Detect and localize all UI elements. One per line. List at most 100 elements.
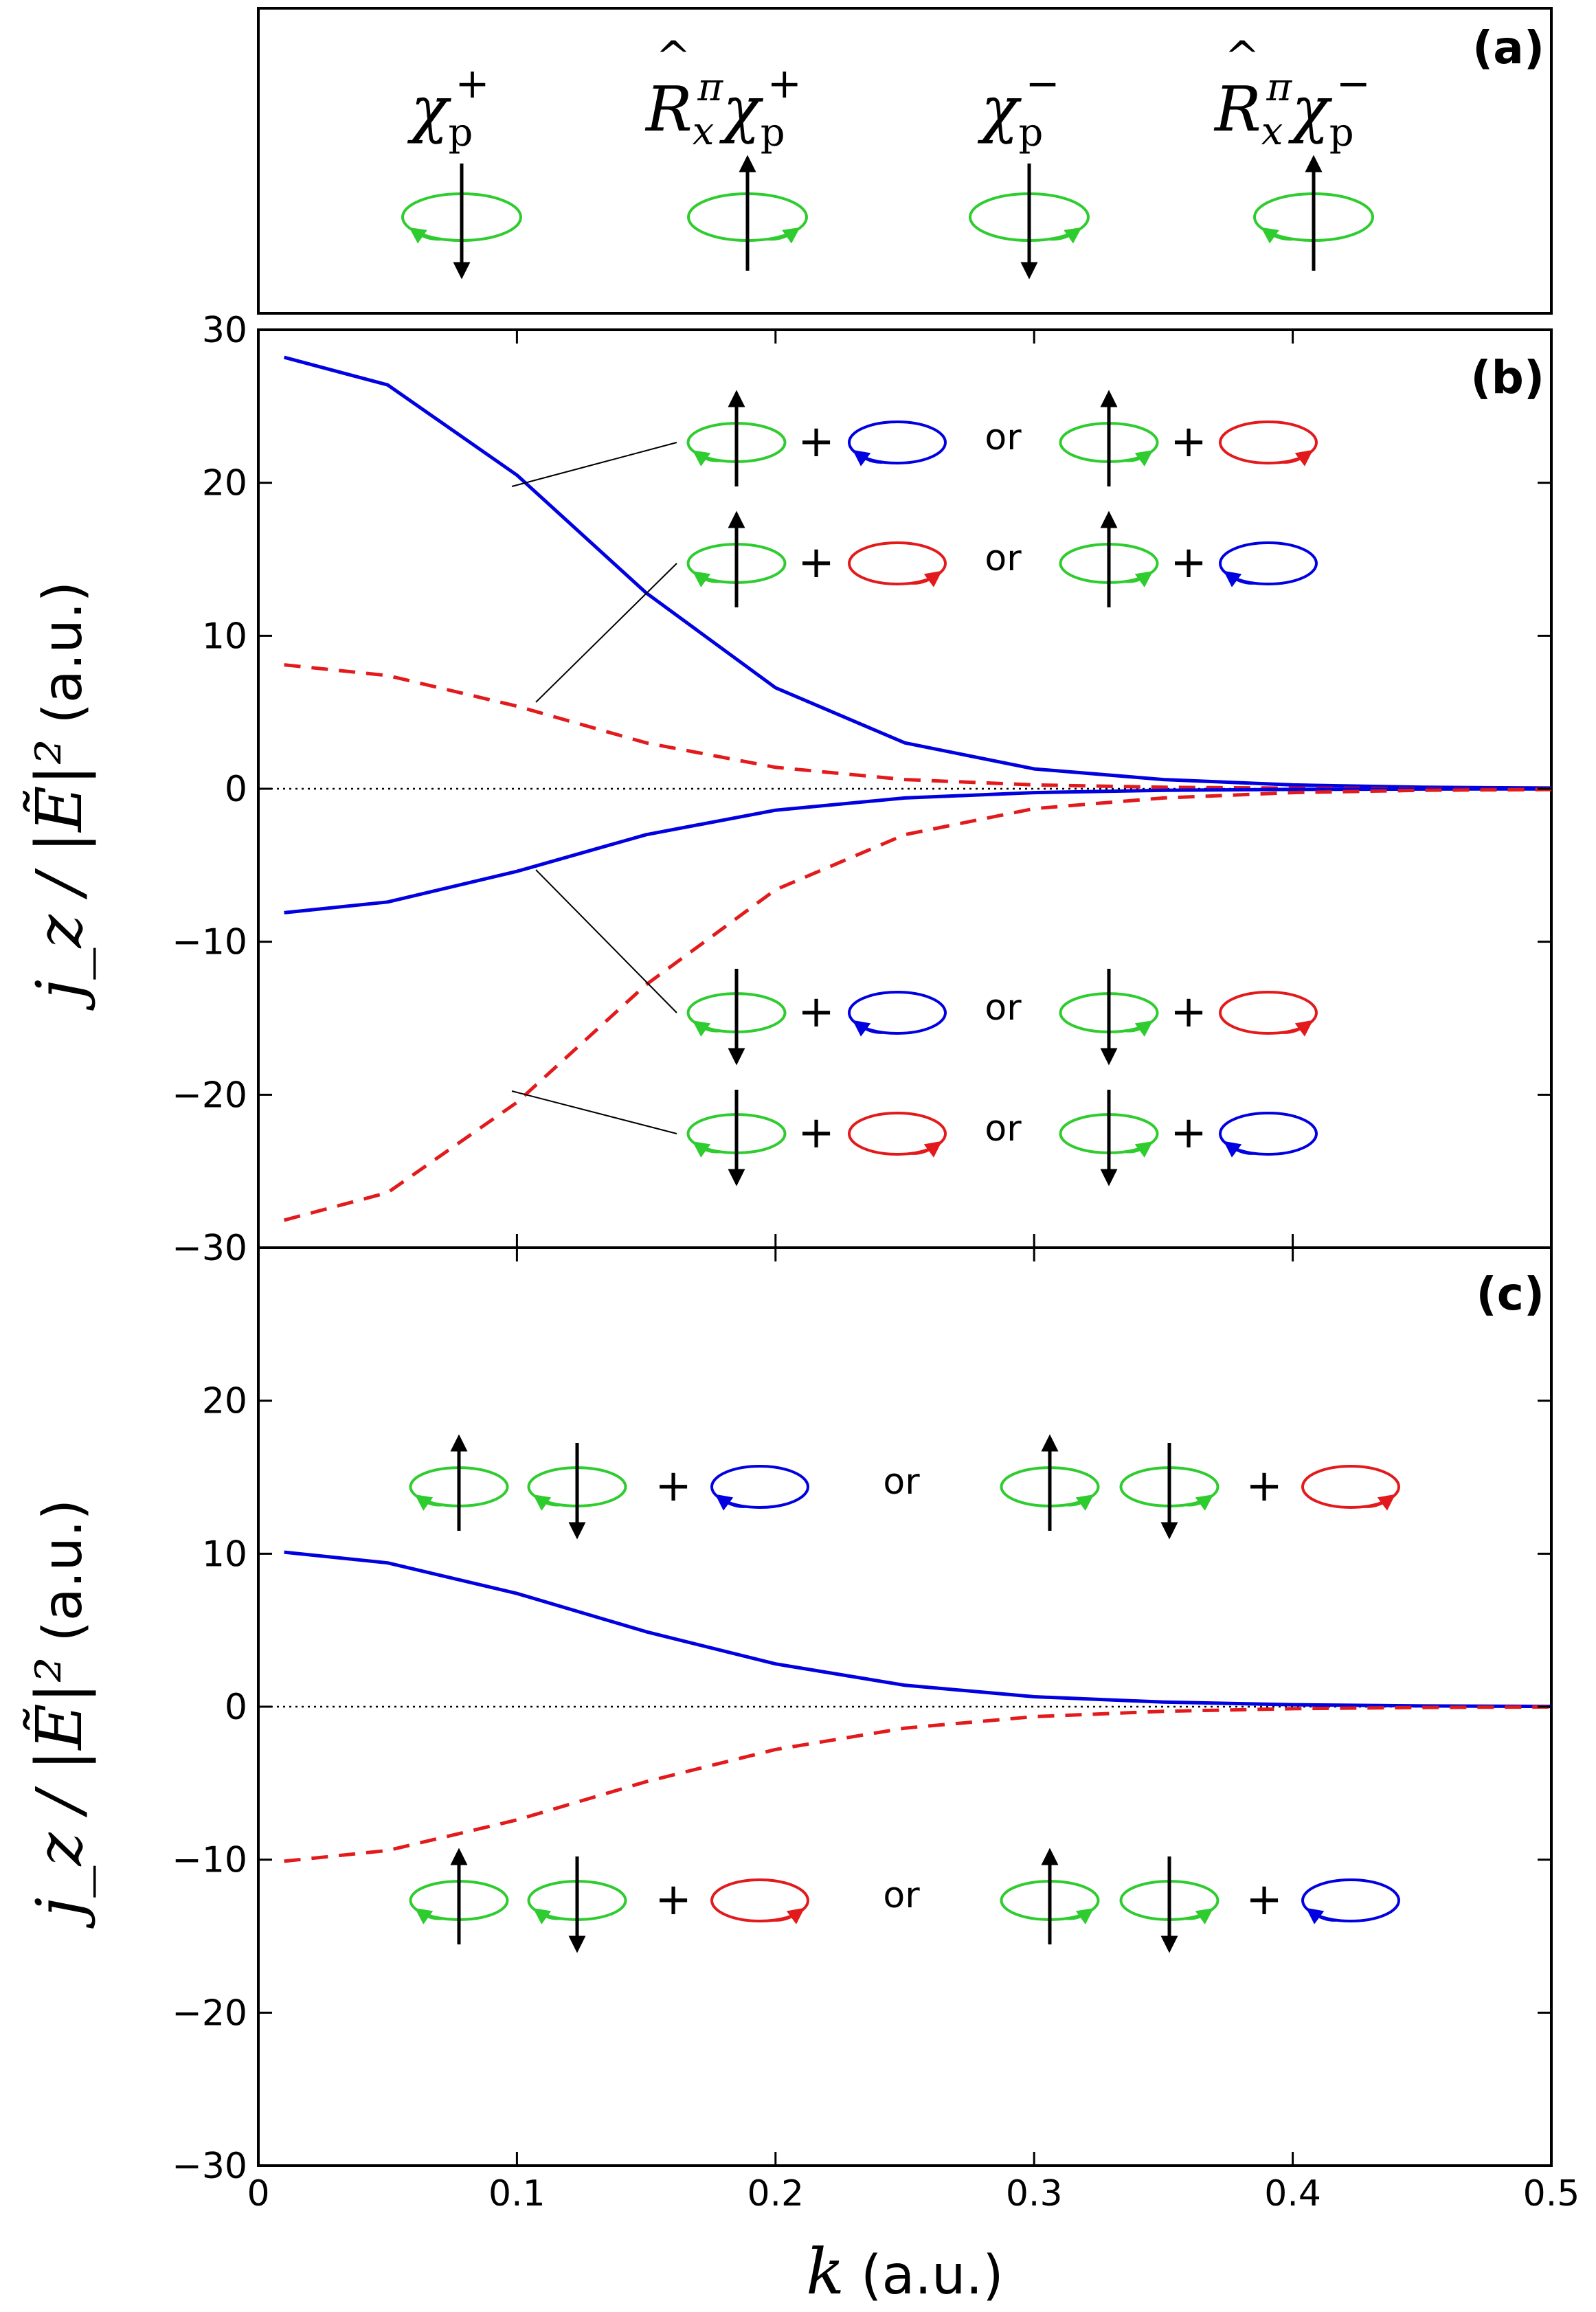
blue-ring-ellipse — [1219, 1112, 1318, 1156]
or-text: or — [985, 417, 1022, 458]
rotation-arrow — [692, 1020, 720, 1037]
y-axis-title-b-unit: (a.u.) — [32, 581, 94, 724]
y-tick-label: 30 — [202, 310, 247, 351]
panel-a-spin-icons — [401, 155, 1374, 280]
rotation-arrow — [1125, 1020, 1154, 1037]
red-ring-ellipse — [848, 1112, 947, 1156]
x-tick-label: 0.2 — [747, 2173, 804, 2214]
annotation-spin-icon — [686, 510, 787, 607]
rotation-arrow — [767, 227, 800, 244]
state-icon-2 — [687, 155, 808, 271]
rotation-arrow — [1186, 1908, 1214, 1924]
annotation-ring — [1219, 991, 1318, 1037]
or-text: or — [883, 1875, 920, 1916]
plus-sign: + — [798, 987, 835, 1037]
red-ring-ellipse — [848, 541, 947, 585]
or-text: or — [985, 1108, 1022, 1149]
rotation-arrow — [409, 227, 442, 244]
plus-sign: + — [798, 1108, 835, 1158]
series-line-c-1 — [284, 1550, 1552, 1709]
annotation-leader-line — [535, 563, 677, 703]
y-tick-label: −10 — [172, 1840, 247, 1881]
x-tick-label: 0 — [247, 2173, 269, 2214]
panel-c-label: (c) — [1476, 1268, 1544, 1321]
annotation-ring — [848, 541, 947, 587]
rotation-arrow — [692, 1141, 720, 1158]
y-axis-title-b-math: j_z / |Ẽ|² — [23, 739, 96, 1011]
panel-a-label: (a) — [1472, 21, 1544, 74]
annotation-spin-icon — [1059, 390, 1159, 486]
plus-sign: + — [655, 1874, 692, 1925]
rotation-arrow — [1066, 1908, 1094, 1924]
panel-c-annotation-2: +or+ — [409, 1848, 1400, 1953]
red-ring-ellipse — [1219, 991, 1318, 1035]
state-label-rx-chi-plus: Rxπχp+ — [644, 60, 802, 155]
series-line-b-2 — [284, 663, 1552, 791]
y-tick-label: 20 — [202, 463, 247, 504]
blue-ring-ellipse — [1219, 541, 1318, 585]
x-tick-label: 0.3 — [1006, 2173, 1063, 2214]
x-axis-title: k(a.u.) — [806, 2235, 1003, 2309]
plus-sign: + — [798, 537, 835, 588]
panel-c: (c) +or++or+ — [257, 1246, 1553, 2167]
y-tick-label: −30 — [172, 2146, 247, 2187]
rotation-arrow — [1125, 571, 1154, 587]
annotation-spin-icon — [527, 1856, 627, 1953]
or-text: or — [985, 538, 1022, 579]
red-ring-arrow — [1364, 1494, 1396, 1511]
rotation-arrow — [532, 1908, 561, 1924]
blue-ring-arrow — [1305, 1907, 1337, 1924]
x-axis-title-var: k — [806, 2235, 844, 2309]
annotation-spin-icon — [1000, 1848, 1100, 1944]
annotation-ring — [1301, 1878, 1400, 1924]
panel-b-annotation-2: + or + — [535, 510, 1318, 703]
y-axis-title-b: j_z / |Ẽ|² (a.u.) — [23, 581, 96, 1011]
plus-sign: + — [798, 416, 835, 467]
panel-a-frame — [257, 7, 1553, 315]
panel-b-annotation-3: +or+ — [535, 869, 1318, 1066]
rotation-arrow — [692, 450, 720, 467]
x-tick-label: 0.5 — [1523, 2173, 1580, 2214]
series-line-b-4 — [283, 787, 1552, 1222]
y-tick-label: 20 — [202, 1381, 247, 1422]
rotation-arrow — [1125, 1141, 1154, 1158]
y-tick-label: 0 — [225, 769, 247, 810]
rotation-arrow — [532, 1494, 561, 1511]
red-ring-ellipse — [1219, 420, 1318, 464]
red-ring-arrow — [911, 1141, 943, 1158]
annotation-spin-icon — [1059, 969, 1159, 1066]
annotation-leader-line — [511, 1090, 677, 1134]
state-icon-1 — [401, 164, 522, 280]
y-tick-label: −20 — [172, 1993, 247, 2034]
panel-c-annotation-1: +or+ — [409, 1434, 1400, 1540]
annotation-spin-icon — [409, 1848, 509, 1944]
series-line-c-2 — [284, 1705, 1552, 1863]
y-axis-title-c-math: j_z / |Ẽ|² — [23, 1657, 96, 1929]
rotation-arrow — [1186, 1494, 1214, 1511]
y-tick-label: −20 — [172, 1075, 247, 1116]
annotation-spin-icon — [1119, 1443, 1220, 1540]
blue-ring-arrow — [852, 1020, 884, 1037]
annotation-ring — [1219, 1112, 1318, 1158]
rotation-arrow — [1066, 1494, 1094, 1511]
panel-c-plot: +or++or+ — [284, 1434, 1552, 1953]
plus-sign: + — [1246, 1461, 1283, 1512]
plus-sign: + — [1170, 537, 1207, 588]
blue-ring-ellipse — [848, 420, 947, 464]
annotation-spin-icon — [1000, 1434, 1100, 1531]
annotation-ring — [710, 1465, 809, 1511]
red-ring-ellipse — [1301, 1465, 1400, 1509]
annotation-ring — [1219, 541, 1318, 587]
red-ring-arrow — [1282, 1020, 1314, 1037]
plus-sign: + — [655, 1461, 692, 1512]
annotation-spin-icon — [686, 969, 787, 1066]
panel-b-annotation-1: +or+ — [511, 390, 1318, 487]
blue-ring-ellipse — [710, 1465, 809, 1509]
rotation-arrow — [1049, 227, 1082, 244]
annotation-ring — [848, 991, 947, 1037]
state-label-chi-plus: χp+ — [407, 60, 490, 155]
annotation-leader-line — [511, 442, 677, 487]
rotation-arrow — [1125, 450, 1154, 467]
annotation-leader-line — [535, 869, 677, 1013]
series-line-b-1 — [283, 355, 1552, 790]
